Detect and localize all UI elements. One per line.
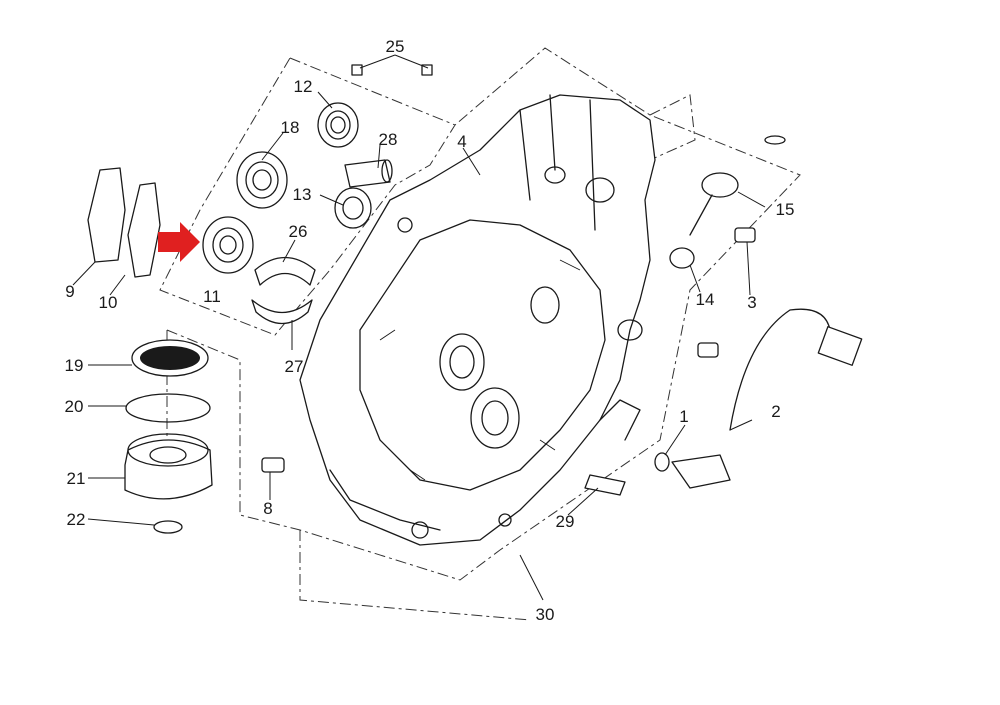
- red-arrow-icon: [158, 222, 200, 262]
- label-part-27: 27: [285, 357, 304, 376]
- bearing-18: [236, 151, 288, 209]
- label-part-8: 8: [263, 499, 272, 518]
- bearing-11: [202, 216, 254, 274]
- label-part-28: 28: [379, 130, 398, 149]
- label-part-9: 9: [65, 282, 74, 301]
- bushing-26-27: [251, 257, 316, 325]
- label-part-14: 14: [696, 290, 715, 309]
- label-part-2: 2: [771, 402, 780, 421]
- crankcase-half: [299, 94, 656, 546]
- bearing-13: [334, 187, 372, 229]
- parts-19-22: [124, 339, 213, 534]
- label-part-20: 20: [65, 397, 84, 416]
- label-part-22: 22: [67, 510, 86, 529]
- label-part-10: 10: [99, 293, 118, 312]
- part-labels: 25 12 18 28 4 13 26 15 9 10 11 14 3 27 1…: [65, 37, 795, 624]
- pin-28: [344, 159, 393, 188]
- label-part-12: 12: [294, 77, 313, 96]
- label-part-29: 29: [556, 512, 575, 531]
- label-part-11: 11: [203, 287, 221, 306]
- gaskets-9-10: [87, 167, 161, 278]
- label-part-19: 19: [65, 356, 84, 375]
- label-part-3: 3: [747, 293, 756, 312]
- leader-lines: [72, 54, 766, 601]
- label-part-13: 13: [293, 185, 312, 204]
- bearing-12: [317, 102, 359, 148]
- label-part-15: 15: [776, 200, 795, 219]
- label-part-1: 1: [679, 407, 688, 426]
- label-part-21: 21: [67, 469, 86, 488]
- label-part-25: 25: [386, 37, 405, 56]
- sensor-2-assembly: [654, 308, 863, 489]
- label-part-18: 18: [281, 118, 300, 137]
- label-part-4: 4: [457, 132, 466, 151]
- misc-small-parts: [261, 64, 786, 496]
- label-part-26: 26: [289, 222, 308, 241]
- label-part-30: 30: [536, 605, 555, 624]
